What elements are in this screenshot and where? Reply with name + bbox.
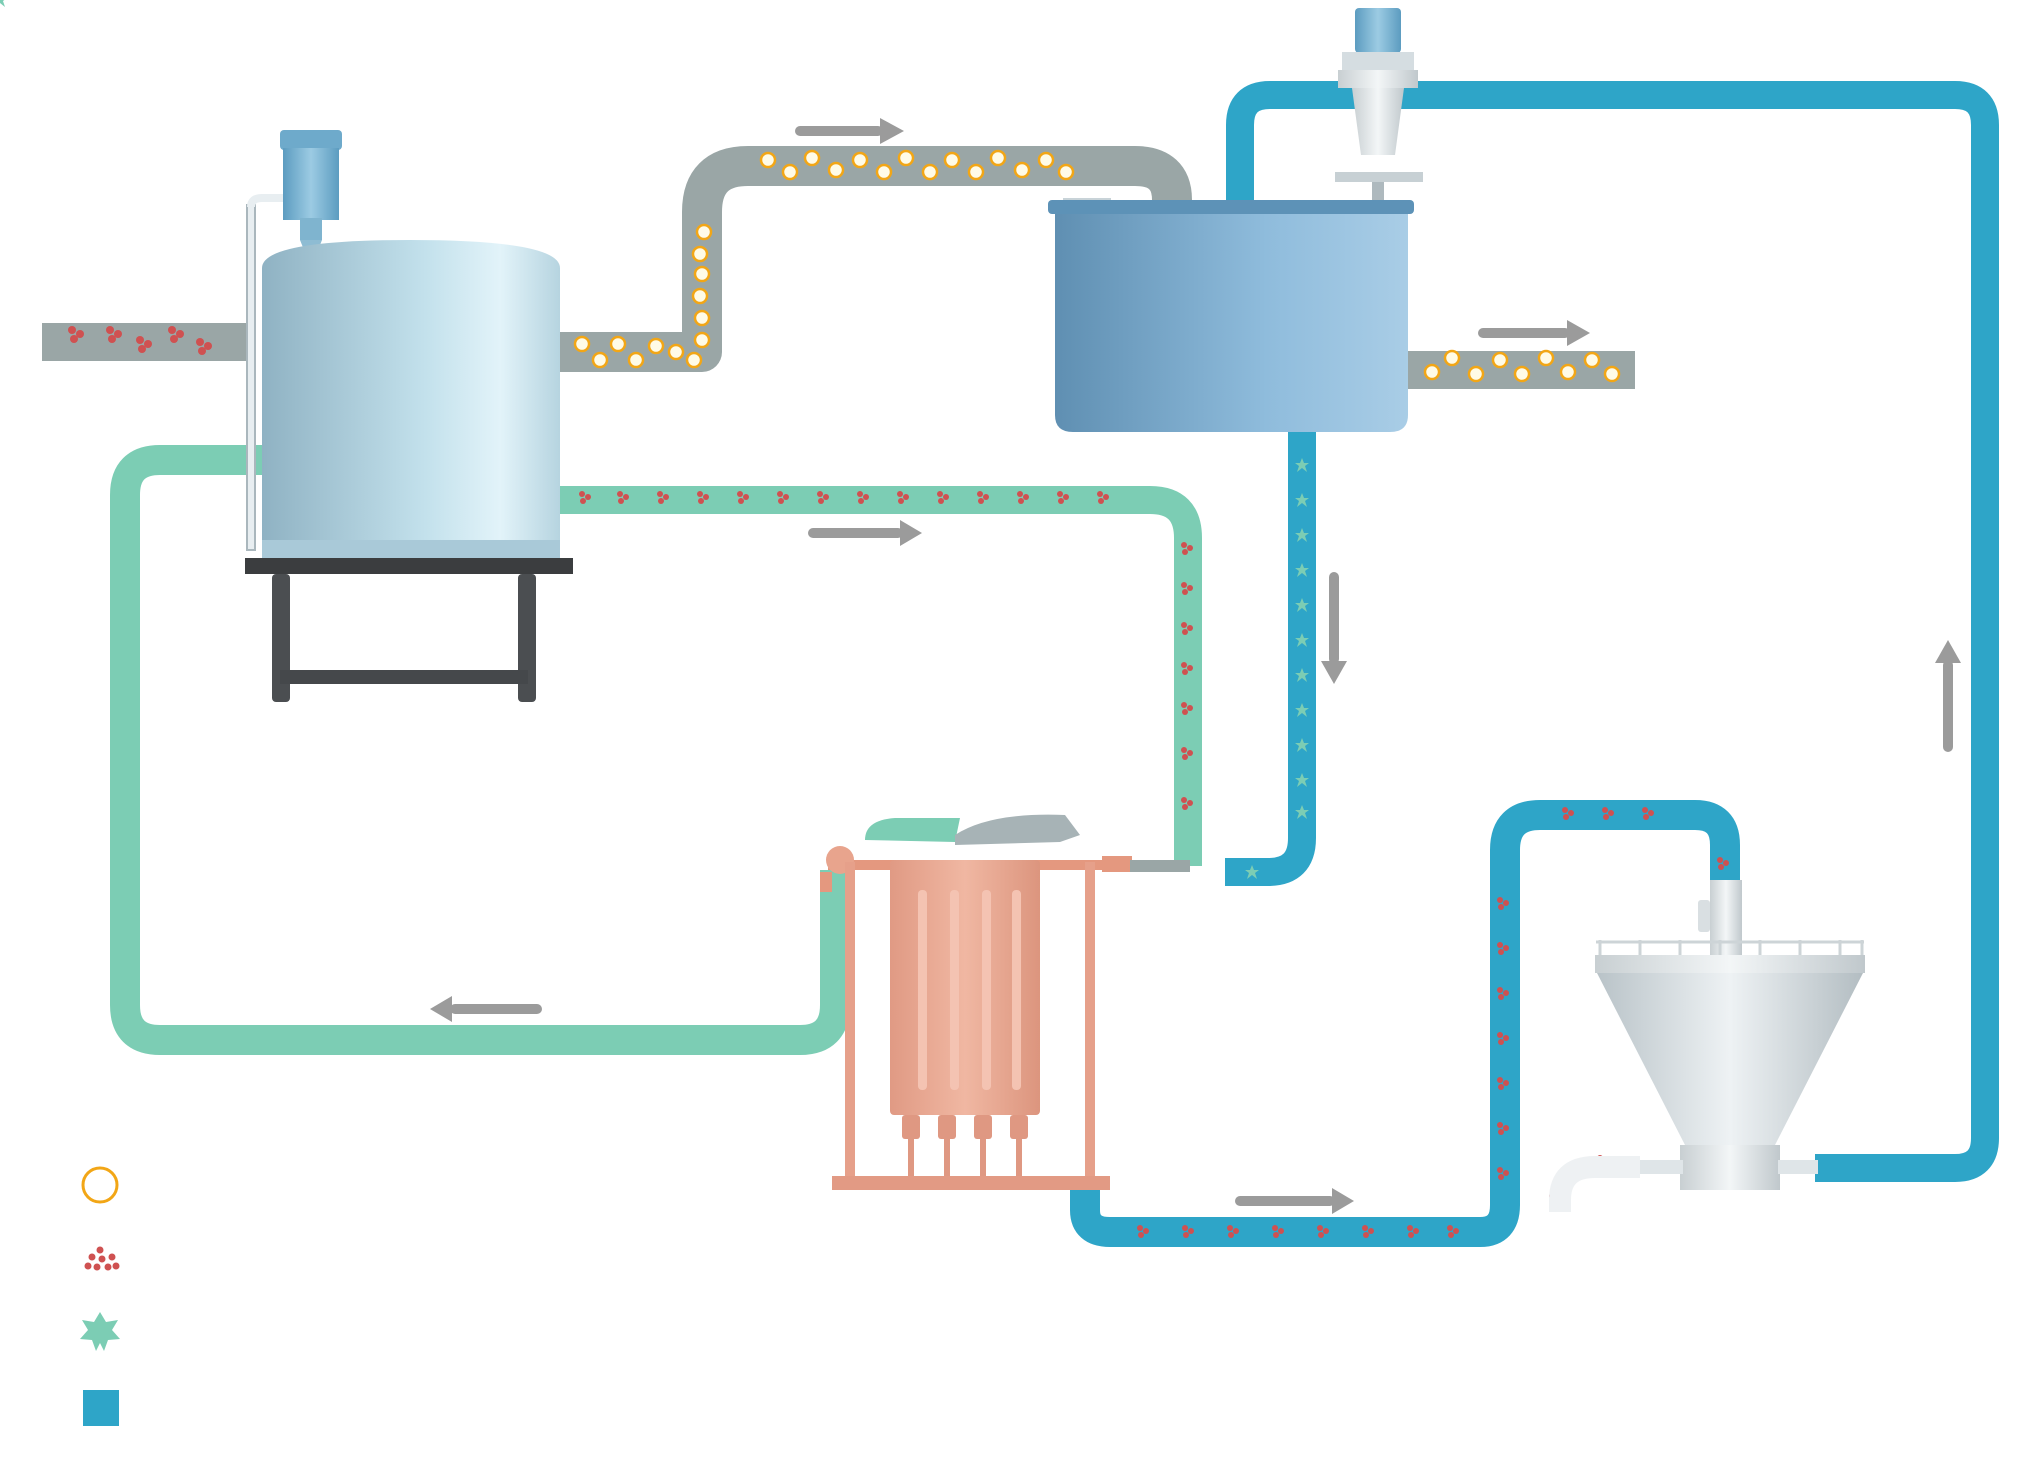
filter-press-icon [820,814,1190,1190]
arrow-left-icon [430,996,542,1022]
square-icon [83,1390,119,1426]
cone-hopper-icon [1549,880,1865,1212]
dot-cluster-icon [84,1246,120,1271]
arrow-right-icon [795,118,904,144]
press-to-hopper-pipe [1070,800,1740,1247]
green-feed-pipe [560,486,1202,866]
ring-icon [81,1166,119,1204]
legend [80,1166,120,1426]
arrow-right-icon [1478,320,1590,346]
particles-circles [573,149,1621,383]
filtrate-down-pipe [1225,430,1316,886]
green-return-loop [110,445,850,1055]
mixing-tank-icon [245,130,573,702]
arrow-right-icon [808,520,922,546]
arrow-down-icon [1321,572,1347,684]
arrow-right-icon [1235,1188,1354,1214]
particles-clusters [68,326,1729,1238]
arrow-up-icon [1935,640,1961,752]
return-riser-pipe [1226,81,1999,1182]
star-icon [80,1312,120,1351]
transfer-pipe [560,146,1192,372]
particles-stars [0,0,1309,879]
agitated-vessel-icon [1048,8,1423,432]
